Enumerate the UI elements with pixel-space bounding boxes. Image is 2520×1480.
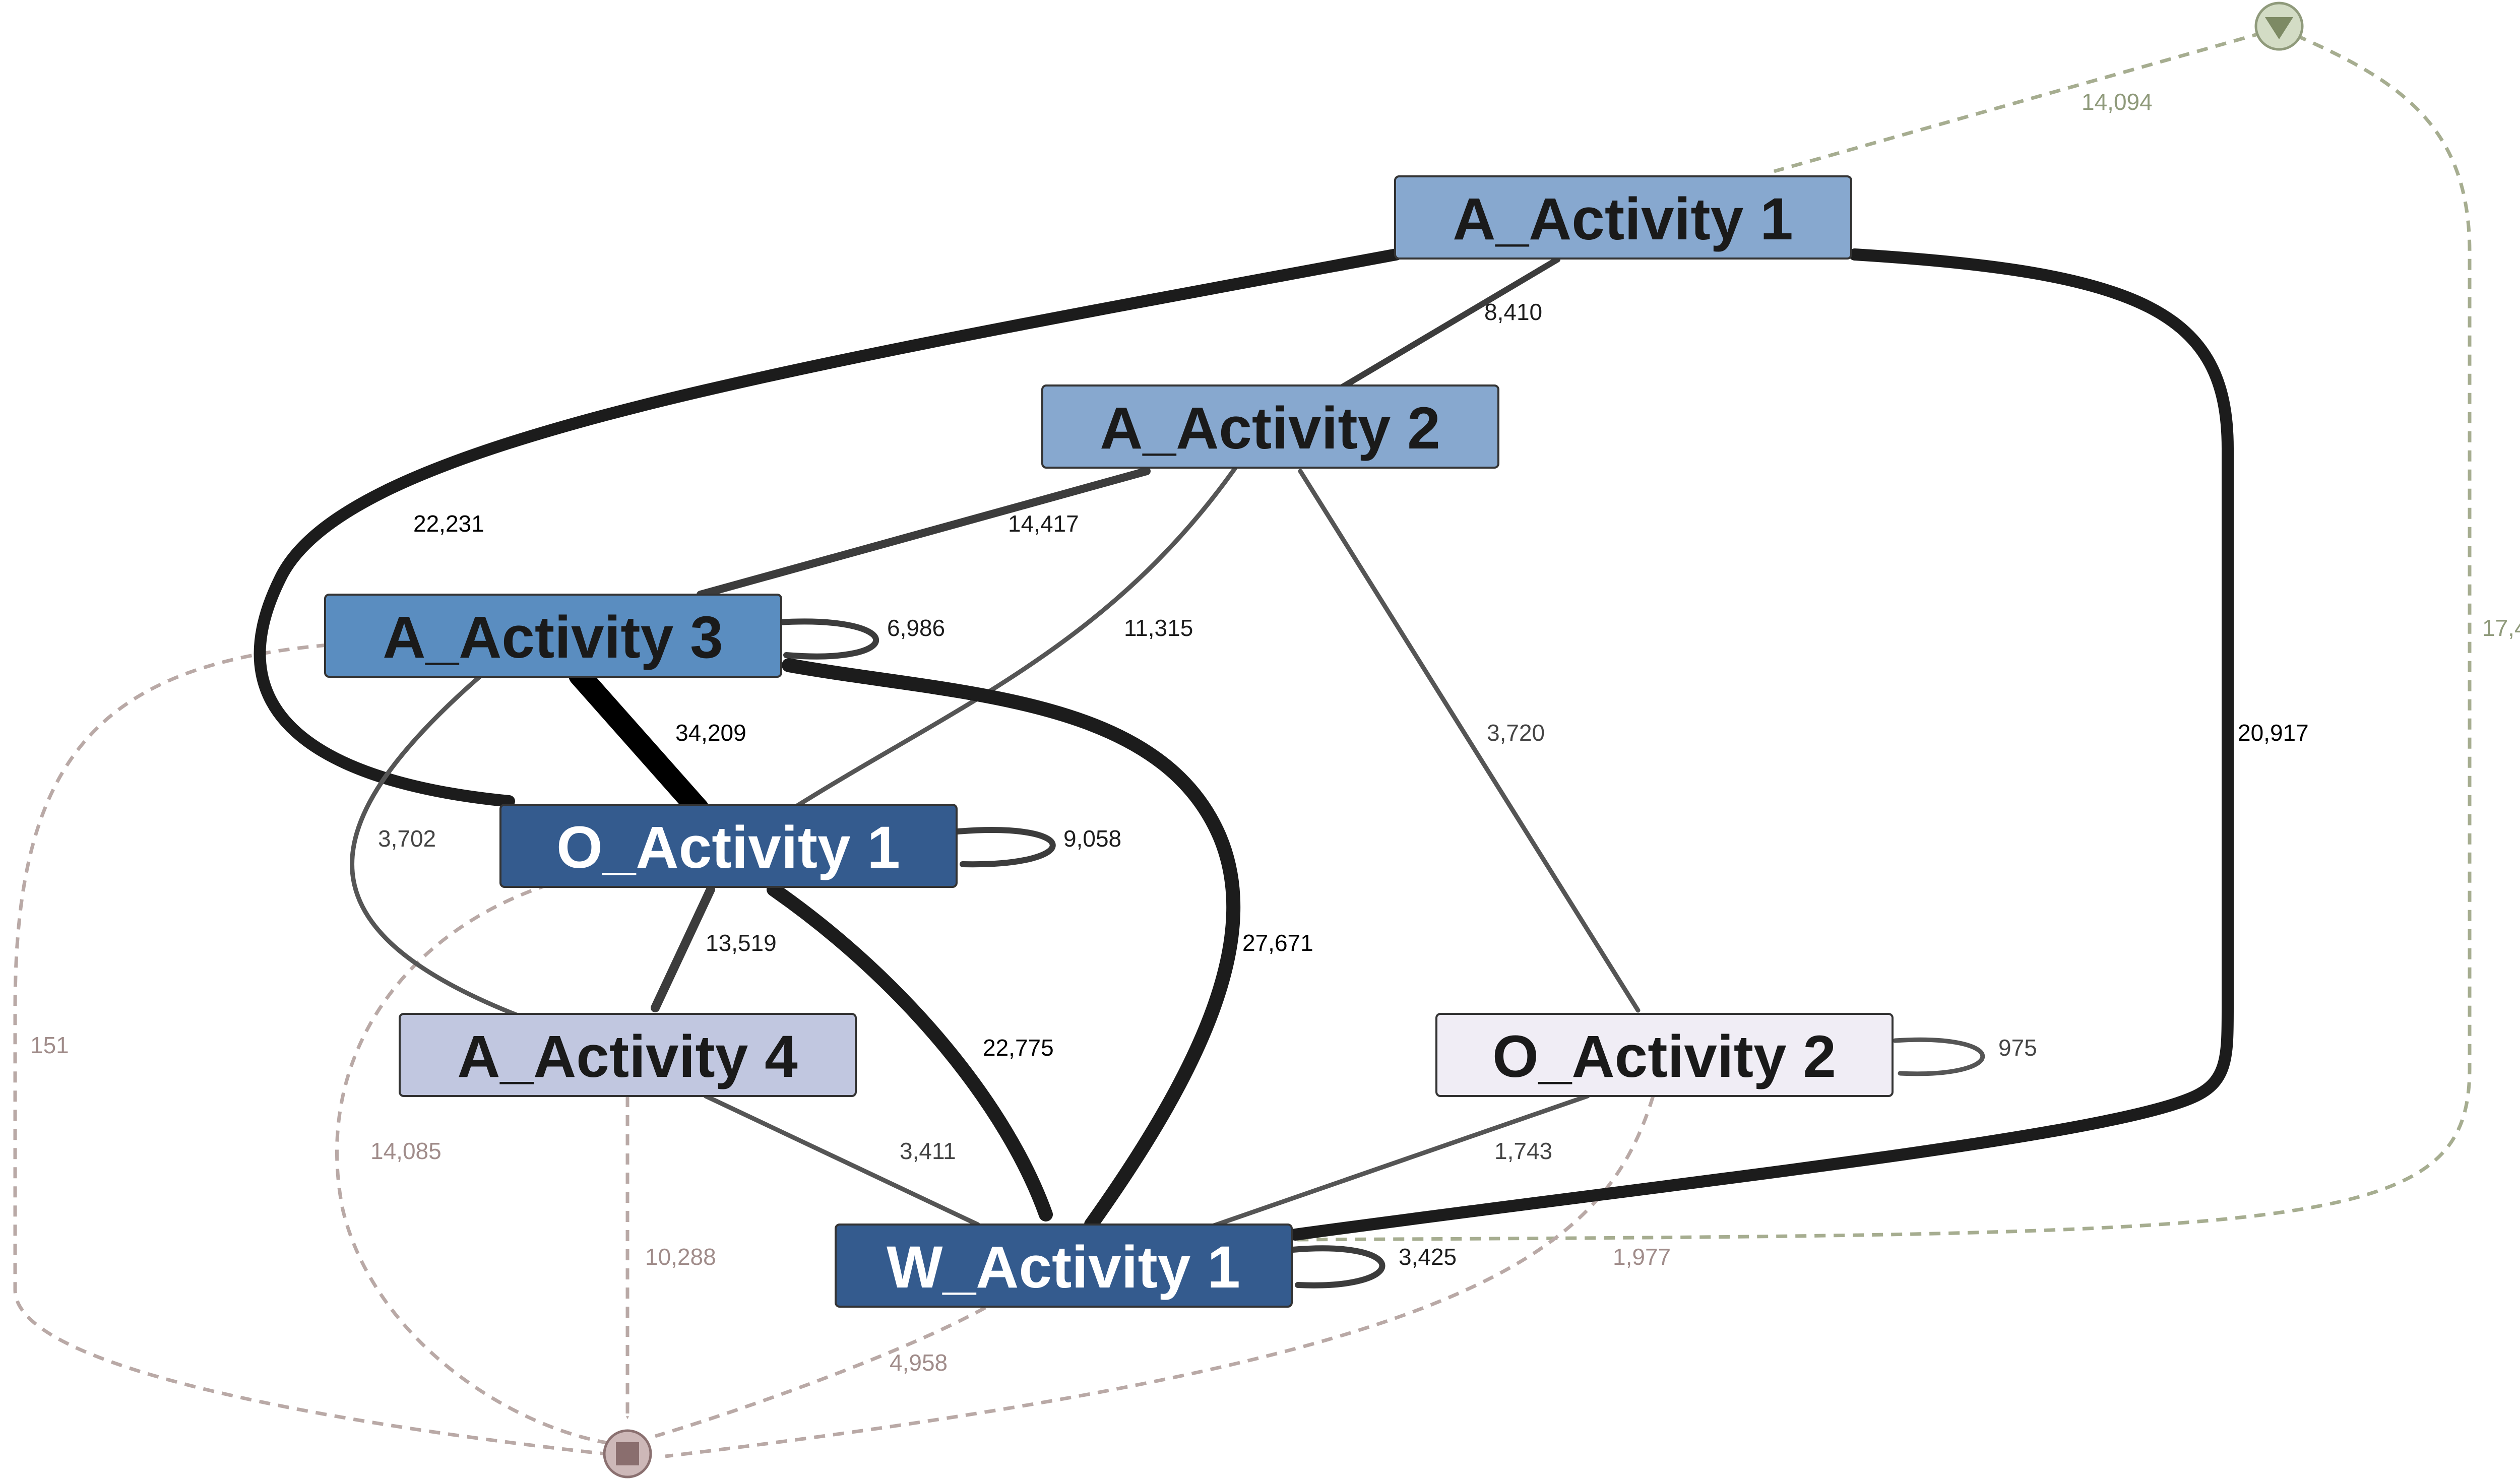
node-o-activity-2[interactable]: O_Activity 2 bbox=[1435, 1013, 1894, 1097]
label-o1-w1: 22,775 bbox=[983, 1035, 1054, 1061]
edge-start-w1 bbox=[1294, 33, 2472, 1242]
triangle-down-icon bbox=[2265, 17, 2293, 39]
label-w1-a3: 27,671 bbox=[1242, 930, 1313, 956]
edge-o2-self bbox=[1893, 1037, 1985, 1076]
node-a-activity-4[interactable]: A_Activity 4 bbox=[399, 1013, 857, 1097]
edge-w1-a1 bbox=[1289, 248, 2234, 1241]
label-a3-a4: 3,702 bbox=[378, 825, 436, 852]
edge-o1-a2 bbox=[794, 466, 1237, 809]
label-w1-a1: 20,917 bbox=[2238, 720, 2309, 746]
label-a2-a3: 14,417 bbox=[1008, 510, 1079, 537]
label-o1-self: 9,058 bbox=[1063, 825, 1121, 852]
stop-square-icon bbox=[616, 1442, 639, 1465]
edge-o1-a4 bbox=[651, 885, 715, 1012]
node-a-activity-1[interactable]: A_Activity 1 bbox=[1394, 175, 1852, 260]
edge-a3-end bbox=[13, 643, 606, 1456]
node-a-activity-3[interactable]: A_Activity 3 bbox=[324, 594, 782, 678]
start-end-edges bbox=[13, 31, 2472, 1458]
edge-a3-a4 bbox=[350, 673, 527, 1020]
label-o1-a4: 13,519 bbox=[706, 930, 777, 956]
label-o2-self: 975 bbox=[1998, 1035, 2037, 1061]
start-node[interactable] bbox=[2254, 2, 2304, 51]
edge-o2-end bbox=[664, 1095, 1655, 1458]
node-o-activity-1[interactable]: O_Activity 1 bbox=[499, 804, 958, 888]
edge-a1-a2 bbox=[1338, 256, 1560, 391]
label-a2-o2: 3,720 bbox=[1487, 720, 1545, 746]
node-box bbox=[1394, 175, 1852, 260]
label-o1-end: 14,085 bbox=[370, 1138, 442, 1164]
node-box bbox=[835, 1224, 1293, 1308]
label-start-a1: 14,094 bbox=[2082, 89, 2153, 115]
edge-a1-o1 bbox=[254, 248, 1402, 807]
activity-nodes: A_Activity 1 A_Activity 2 A_Activity 3 O… bbox=[324, 175, 1894, 1308]
edge-w1-a3 bbox=[782, 658, 1241, 1232]
label-o1-a2: 11,315 bbox=[1124, 615, 1193, 641]
edge-labels: 14,094 17,415 8,410 22,231 20,917 14,417… bbox=[30, 89, 2520, 1376]
node-label: O_Activity 1 bbox=[556, 814, 900, 881]
node-label: W_Activity 1 bbox=[887, 1234, 1240, 1301]
edge-a3-self bbox=[776, 618, 879, 660]
node-box bbox=[499, 804, 958, 888]
label-a3-end: 151 bbox=[30, 1032, 69, 1058]
node-a-activity-2[interactable]: A_Activity 2 bbox=[1041, 384, 1499, 469]
edge-start-a1 bbox=[1773, 31, 2263, 173]
node-box bbox=[324, 594, 782, 678]
edge-o1-self bbox=[955, 827, 1056, 868]
label-o2-w1: 1,743 bbox=[1494, 1138, 1552, 1164]
node-label: A_Activity 2 bbox=[1100, 395, 1440, 462]
node-label: O_Activity 2 bbox=[1492, 1023, 1836, 1090]
label-a1-a2: 8,410 bbox=[1484, 299, 1542, 325]
label-w1-self: 3,425 bbox=[1399, 1244, 1457, 1270]
node-box bbox=[1041, 384, 1499, 469]
node-label: A_Activity 1 bbox=[1453, 186, 1793, 252]
edge-a2-o2 bbox=[1298, 469, 1641, 1013]
edge-a2-a3 bbox=[697, 467, 1151, 599]
edge-o1-w1 bbox=[767, 882, 1053, 1221]
node-box bbox=[1435, 1013, 1894, 1097]
label-a4-end: 10,288 bbox=[645, 1244, 716, 1270]
label-a3-self: 6,986 bbox=[887, 615, 945, 641]
edge-w1-end bbox=[654, 1306, 986, 1438]
label-a4-w1: 3,411 bbox=[900, 1138, 956, 1164]
node-w-activity-1[interactable]: W_Activity 1 bbox=[835, 1224, 1293, 1308]
label-start-w1: 17,415 bbox=[2482, 615, 2520, 641]
label-w1-end: 4,958 bbox=[890, 1349, 948, 1376]
end-node[interactable] bbox=[603, 1429, 652, 1478]
node-label: A_Activity 3 bbox=[383, 604, 723, 671]
edge-a3-o1 bbox=[569, 664, 709, 820]
edge-w1-self bbox=[1290, 1245, 1385, 1289]
edge-a4-w1 bbox=[703, 1093, 980, 1227]
label-a1-o1: 22,231 bbox=[413, 510, 484, 537]
label-a3-o1: 34,209 bbox=[675, 720, 746, 746]
edge-o1-end bbox=[335, 882, 613, 1446]
edge-o2-w1 bbox=[1207, 1093, 1590, 1230]
label-o2-end: 1,977 bbox=[1613, 1244, 1671, 1270]
node-label: A_Activity 4 bbox=[457, 1023, 798, 1090]
flow-edges bbox=[254, 248, 2234, 1289]
node-box bbox=[399, 1013, 857, 1097]
